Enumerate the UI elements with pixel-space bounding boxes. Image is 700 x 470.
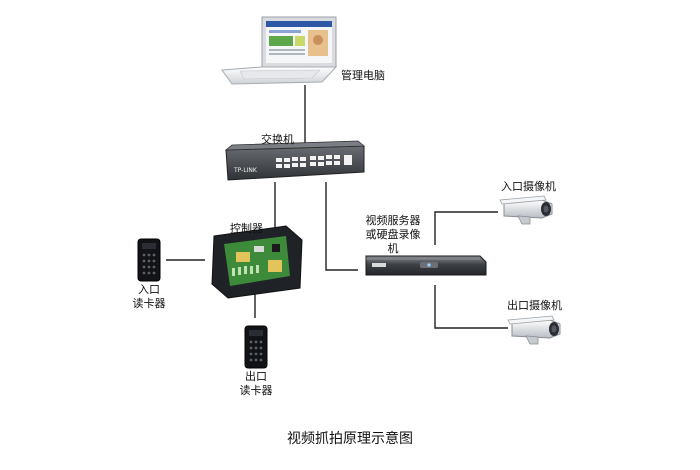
switch-brand-logo: TP-LINK [233,167,258,174]
line-switch-nvr [325,182,358,271]
switch-label: 交换机 [261,133,294,146]
entry-camera-label: 入口摄像机 [501,180,556,193]
controller-icon [211,225,303,299]
switch-icon: TP-LINK [224,140,366,181]
line-nvr-entry-camera [434,211,498,245]
laptop-icon [221,16,338,85]
exit-camera-label: 出口摄像机 [507,299,562,312]
entry-reader-label-line2: 读卡器 [132,297,166,310]
entry-reader-label-line1: 入口 [138,283,160,296]
entry-reader-label: 入口 读卡器 [128,283,170,311]
exit-reader-label-line1: 出口 [245,370,267,383]
nvr-label-line3: 机 [387,242,399,255]
connection-lines [166,85,508,329]
nvr-label: 视频服务器 或硬盘录像 机 [361,214,425,256]
pc-label: 管理电脑 [341,69,385,82]
exit-reader-label-line2: 读卡器 [239,384,273,397]
nvr-icon [365,255,487,276]
line-nvr-exit-camera [434,285,508,329]
exit-reader-label: 出口 读卡器 [235,370,277,398]
entry-camera-icon [499,195,553,225]
nvr-label-line1: 视频服务器 [365,214,421,227]
exit-camera-icon [507,315,561,345]
exit-card-reader-icon [244,325,268,369]
entry-card-reader-icon [137,238,161,282]
diagram-caption: 视频抓拍原理示意图 [287,431,413,447]
nvr-label-line2: 或硬盘录像 [365,228,421,241]
controller-label: 控制器 [230,222,263,235]
